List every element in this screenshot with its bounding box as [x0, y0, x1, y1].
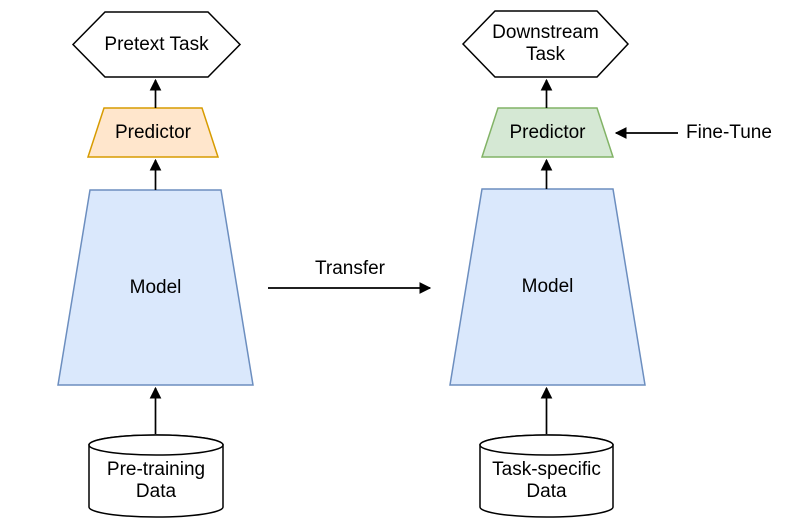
predictor-pretrain-trapezoid	[86, 107, 220, 158]
model-pretrain-trapezoid	[57, 189, 254, 386]
predictor-finetune-trapezoid	[480, 107, 615, 158]
model-finetune-trapezoid	[449, 188, 646, 386]
pretext-task-hexagon	[71, 11, 242, 78]
pretraining-data-cylinder	[88, 434, 224, 518]
downstream-task-hexagon	[461, 10, 630, 78]
task-specific-data-cylinder	[479, 434, 614, 518]
